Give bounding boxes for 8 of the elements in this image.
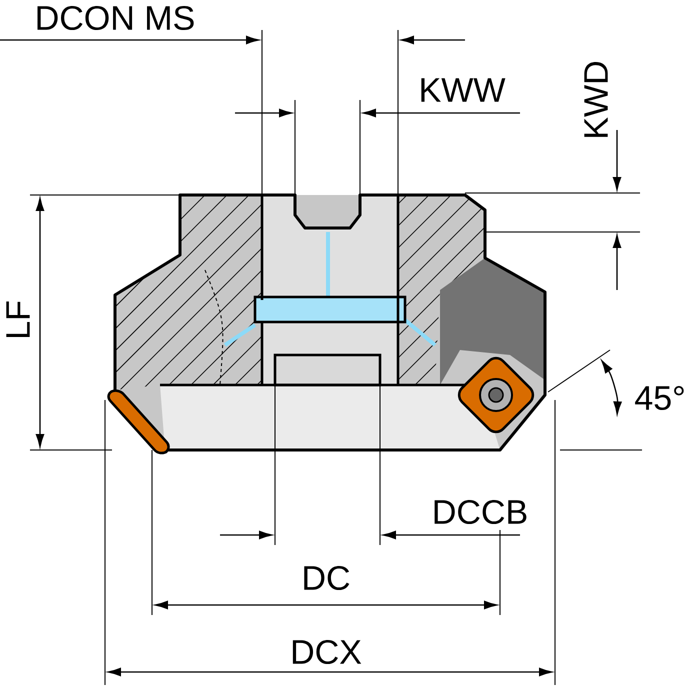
dimension-label: DCCB	[434, 500, 526, 524]
dimension-label: LF	[6, 302, 30, 338]
dimension-label: DCON MS	[38, 6, 194, 30]
dimension-label: DC	[304, 566, 350, 590]
angle-label: 45°	[635, 386, 684, 410]
dimension-label: KWW	[421, 78, 506, 102]
dimension-label: DCX	[292, 640, 362, 664]
dimension-label: KWD	[584, 62, 608, 137]
